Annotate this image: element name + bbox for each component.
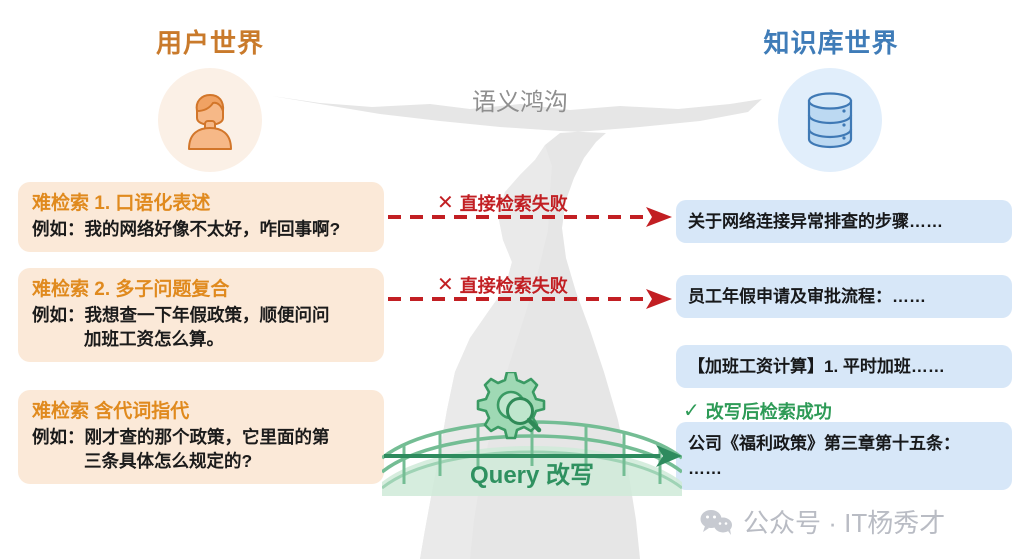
result-card-4: 公司《福利政策》第三章第十五条： …… [676,422,1012,490]
fail-label-text: 直接检索失败 [459,194,568,214]
query-card-line: 加班工资怎么算。 [84,329,224,349]
result-card-1: 关于网络连接异常排查的步骤…… [676,200,1012,243]
semantic-gap-label: 语义鸿沟 [472,89,568,116]
result-card-line: 员工年假申请及审批流程：…… [688,287,926,306]
user-avatar-icon [188,94,232,150]
query-card-title: 难检索 1. 口语化表述 [32,193,211,214]
fail-label-text: 直接检索失败 [459,276,568,296]
wechat-logo-icon [700,509,732,535]
database-icon [807,92,853,149]
query-card-title: 难检索 2. 多子问题复合 [32,279,230,300]
knowledge-base-avatar [778,68,882,172]
check-icon: ✓ [683,400,700,422]
query-rewrite-bridge [382,372,682,496]
watermark-text: 公众号 · IT杨秀才 [743,508,946,538]
user-avatar [158,68,262,172]
result-card-line: 关于网络连接异常排查的步骤…… [688,212,943,231]
query-card-2: 难检索 2. 多子问题复合 例如：我想查一下年假政策，顺便问问 加班工资怎么算。 [18,268,384,362]
result-card-line: 【加班工资计算】1. 平时加班…… [688,357,945,376]
query-card-line: 我的网络好像不太好，咋回事啊? [84,219,341,239]
x-cross-icon: ✕ [437,274,454,296]
result-card-2: 员工年假申请及审批流程：…… [676,275,1012,318]
bridge-label: Query 改写 [469,462,595,489]
query-card-title: 难检索 含代词指代 [32,401,190,422]
query-card-prefix: 例如： [32,305,85,325]
knowledge-base-world-title: 知识库世界 [763,28,899,58]
fail-label-1: ✕ 直接检索失败 [437,190,568,216]
query-card-1: 难检索 1. 口语化表述 例如：我的网络好像不太好，咋回事啊? [18,182,384,252]
watermark: 公众号 · IT杨秀才 [700,503,945,540]
query-card-body: 例如：我的网络好像不太好，咋回事啊? [32,217,370,241]
query-card-line: 刚才查的那个政策，它里面的第 [84,427,330,447]
result-card-3: 【加班工资计算】1. 平时加班…… [676,345,1012,388]
query-card-body: 例如：我想查一下年假政策，顺便问问 加班工资怎么算。 [32,303,370,351]
fail-arrow-2 [388,289,672,309]
success-label: ✓ 改写后检索成功 [683,398,832,424]
x-cross-icon: ✕ [437,192,454,214]
user-world-title: 用户世界 [155,28,264,58]
success-label-text: 改写后检索成功 [705,402,832,422]
result-card-line: …… [688,459,722,478]
query-card-line: 三条具体怎么规定的? [84,451,253,471]
query-card-line: 我想查一下年假政策，顺便问问 [84,305,330,325]
fail-label-2: ✕ 直接检索失败 [437,272,568,298]
query-card-prefix: 例如： [32,219,85,239]
query-card-prefix: 例如： [32,427,85,447]
fail-arrow-1 [388,207,672,227]
query-card-3: 难检索 含代词指代 例如：刚才查的那个政策，它里面的第 三条具体怎么规定的? [18,390,384,484]
query-card-body: 例如：刚才查的那个政策，它里面的第 三条具体怎么规定的? [32,425,370,473]
result-card-line: 公司《福利政策》第三章第十五条： [688,434,960,453]
